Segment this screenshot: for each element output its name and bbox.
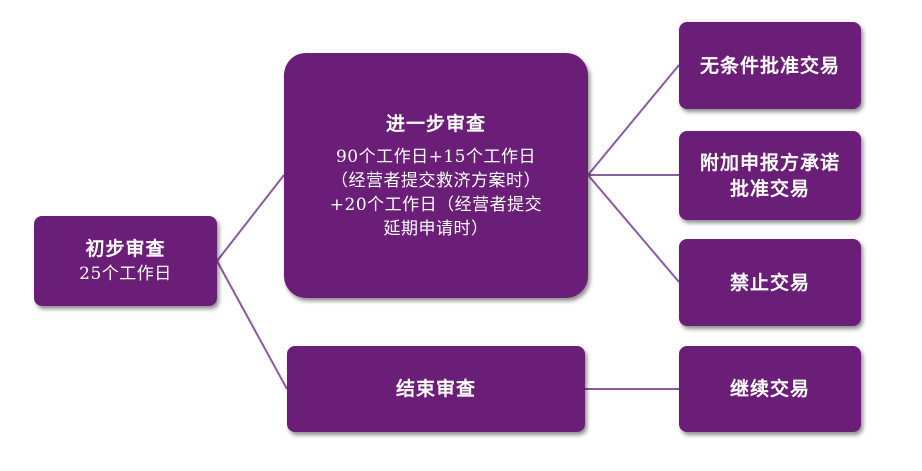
outcome-prohibit-box: 禁止交易: [679, 239, 861, 326]
end-review-box: 结束审查: [287, 346, 585, 432]
outcome-unconditional-approval-box: 无条件批准交易: [679, 22, 861, 109]
end-review-title: 结束审查: [395, 378, 476, 400]
outcome-label: 禁止交易: [729, 271, 810, 294]
further-review-line: 90个工作日+15个工作日: [335, 146, 536, 167]
outcome-continue-box: 继续交易: [679, 346, 861, 432]
connector-initial-to-further: [216, 174, 285, 262]
outcome-label: 批准交易: [729, 177, 810, 200]
outcome-conditional-approval-box: 附加申报方承诺 批准交易: [679, 131, 861, 220]
connector-further-to-unconditional: [587, 64, 680, 176]
connector-further-to-prohibit: [587, 174, 680, 283]
outcome-label: 附加申报方承诺: [699, 151, 840, 174]
initial-review-title: 初步审查: [85, 238, 166, 260]
outcome-label: 继续交易: [729, 378, 810, 400]
further-review-box: 进一步审查 90个工作日+15个工作日 （经营者提交救济方案时） +20个工作日…: [284, 53, 588, 298]
outcome-label: 无条件批准交易: [699, 54, 840, 77]
initial-review-duration: 25个工作日: [79, 264, 172, 284]
further-review-line: 延期申请时）: [383, 218, 489, 239]
further-review-line: （经营者提交救济方案时）: [331, 170, 541, 191]
further-review-title: 进一步审查: [385, 112, 486, 135]
initial-review-box: 初步审查 25个工作日: [34, 216, 217, 306]
further-review-line: +20个工作日（经营者提交: [329, 194, 543, 215]
connector-initial-to-end: [216, 260, 288, 390]
